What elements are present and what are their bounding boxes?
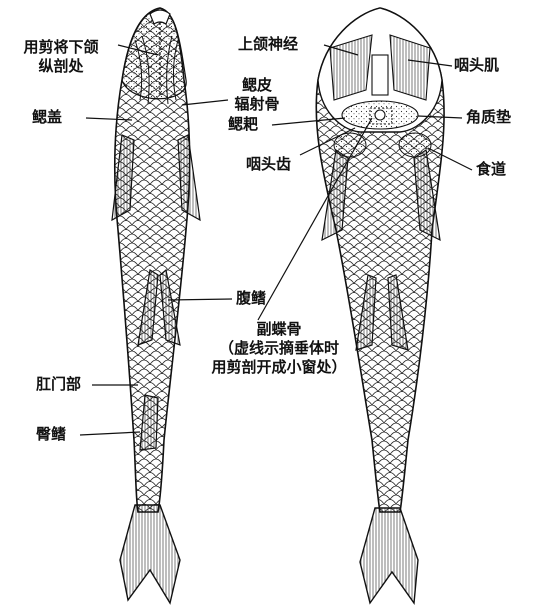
label-gill-cover: 鳃盖 [32, 108, 62, 127]
left-fish-tail [120, 505, 180, 603]
label-esophagus: 食道 [476, 160, 506, 179]
label-pharyngeal-teeth: 咽头齿 [246, 155, 291, 174]
left-fish [112, 8, 200, 603]
label-anal-region: 肛门部 [36, 375, 81, 394]
label-horny-pad: 角质垫 [466, 108, 511, 127]
right-fish-tail [360, 508, 418, 603]
label-cut-lower-jaw: 用剪将下颌 纵剖处 [6, 38, 116, 76]
leader-gill-membrane [182, 100, 228, 105]
label-pharyngeal-muscle: 咽头肌 [454, 56, 499, 75]
label-gill-raker: 鳃耙 [228, 115, 258, 134]
right-fish [316, 8, 444, 603]
label-gill-membrane: 鳃皮 辐射骨 [232, 76, 282, 114]
label-upper-jaw-nerve: 上颌神经 [238, 35, 298, 54]
label-anal-fin: 臀鳍 [36, 425, 66, 444]
label-accessory-sphenoid: 副蝶骨 （虚线示摘垂体时 用剪剖开成小窗处） [194, 320, 364, 377]
left-pectoral-fin-r [178, 135, 200, 220]
leader-anal-fin [80, 432, 140, 435]
left-fish-mouth [150, 10, 170, 24]
label-ventral-fin: 腹鳍 [236, 289, 266, 308]
